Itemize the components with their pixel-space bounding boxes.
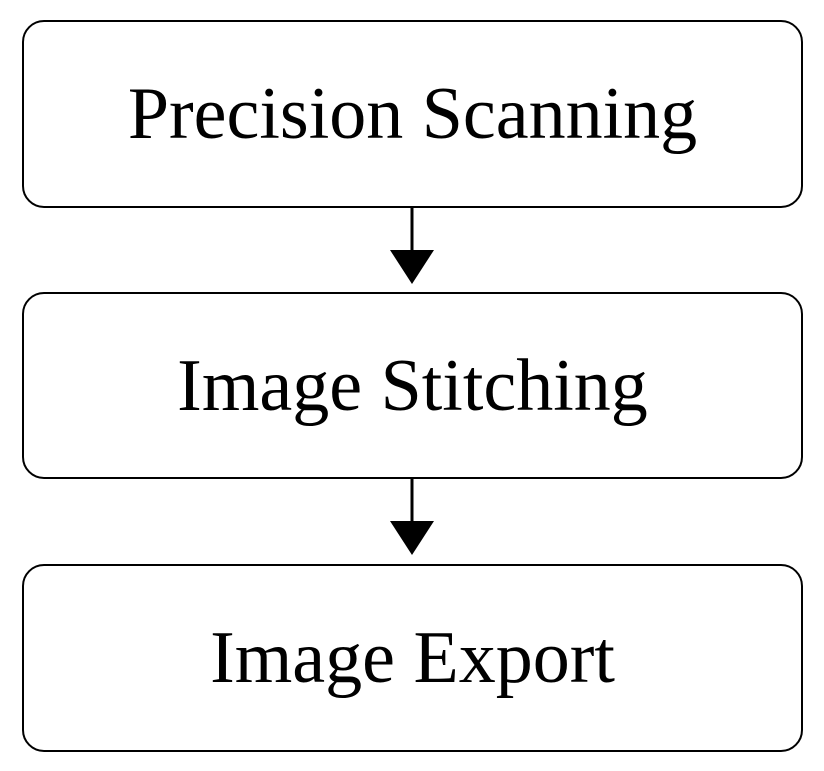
- flow-step-label: Precision Scanning: [127, 73, 698, 155]
- down-arrow-icon: [390, 479, 434, 555]
- flow-step-image-stitching: Image Stitching: [22, 292, 803, 479]
- flow-step-label: Image Stitching: [177, 344, 648, 427]
- flow-step-precision-scanning: Precision Scanning: [22, 20, 803, 208]
- flow-step-label: Image Export: [210, 617, 615, 699]
- flow-step-image-export: Image Export: [22, 564, 803, 752]
- down-arrow-icon: [390, 208, 434, 284]
